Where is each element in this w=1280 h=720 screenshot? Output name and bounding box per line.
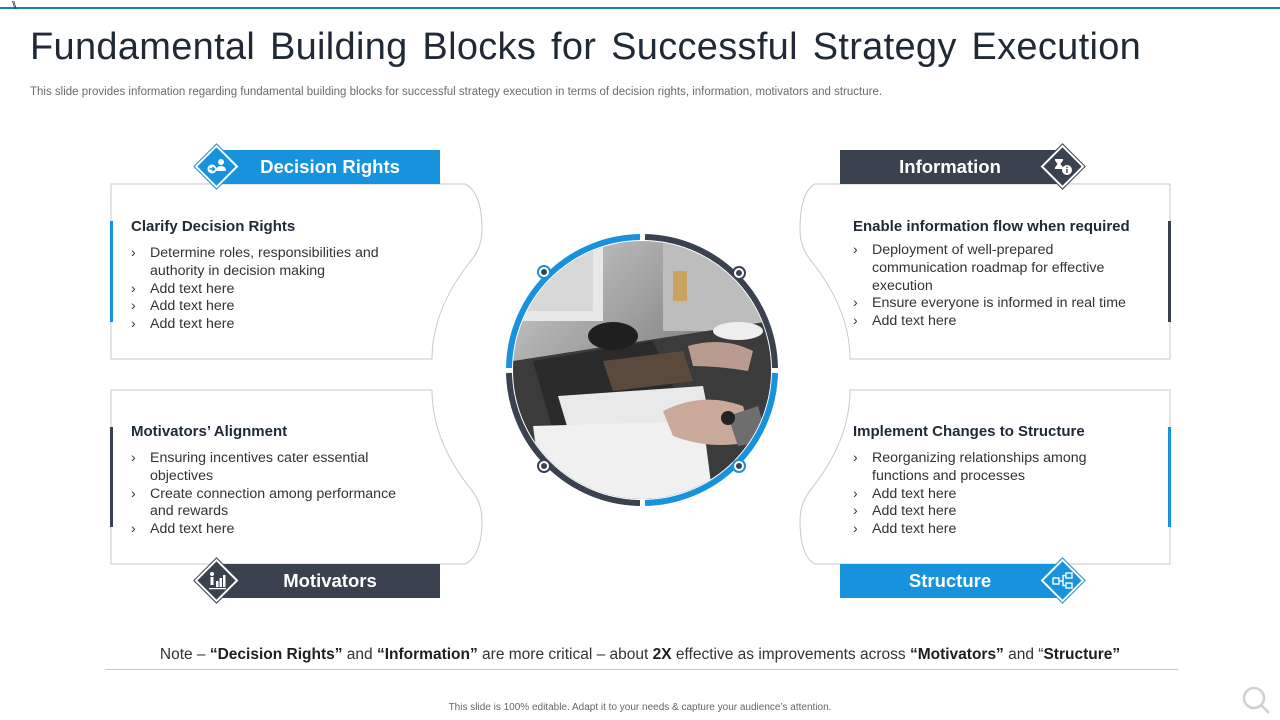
note-connector-2: and “ [1003, 646, 1044, 663]
note-highlight-information: “Information” [376, 646, 478, 663]
accent-bar-decision-rights [110, 221, 113, 322]
list-item: Add text here [131, 520, 416, 539]
ring-node-bottom-left-core [541, 463, 547, 469]
list-item: Create connection among performance and … [131, 485, 416, 522]
banner-label: Information [899, 156, 1001, 177]
card-heading-information: Enable information flow when required [853, 218, 1130, 235]
page-title: Fundamental Building Blocks for Successf… [30, 26, 1142, 68]
decision-people-icon [195, 145, 239, 189]
banner-label: Motivators [283, 570, 377, 591]
list-item: Add text here [853, 520, 1133, 539]
bar-chart-person-icon [195, 559, 239, 603]
note-highlight-motivators: “Motivators” [909, 646, 1004, 663]
note-text: Note – “Decision Rights” and “Informatio… [0, 646, 1280, 664]
info-hourglass-icon [1041, 145, 1085, 189]
note-middle: are more critical – about [477, 646, 653, 663]
note-highlight-structure: Structure” [1043, 646, 1121, 663]
list-item: Add text here [131, 297, 411, 316]
note-factor: 2X [652, 646, 672, 663]
list-item: Add text here [131, 280, 411, 299]
list-item: Add text here [853, 502, 1133, 521]
list-item: Add text here [853, 485, 1133, 504]
desk-photo-illustration [513, 241, 771, 499]
central-photo [513, 241, 771, 499]
note-prefix: Note – [159, 646, 210, 663]
list-item: Deployment of well-prepared communicatio… [853, 241, 1133, 295]
corner-mark: \\ [12, 0, 17, 11]
list-item: Add text here [853, 312, 1133, 331]
list-item: Reorganizing relationships among functio… [853, 449, 1133, 486]
note-connector: and [342, 646, 377, 663]
footer-text: This slide is 100% editable. Adapt it to… [448, 702, 832, 713]
top-rule [0, 7, 1280, 9]
bullet-list-information: Deployment of well-prepared communicatio… [853, 241, 1133, 331]
card-heading-motivators: Motivators’ Alignment [131, 423, 288, 440]
list-item: Add text here [131, 315, 411, 334]
page-subtitle: This slide provides information regardin… [30, 86, 883, 98]
ring-node-top-left-core [541, 269, 547, 275]
list-item: Determine roles, responsibilities and au… [131, 244, 411, 281]
banner-label: Structure [908, 570, 992, 591]
note-middle-2: effective as improvements across [671, 646, 910, 663]
ring-node-top-right-core [736, 270, 742, 276]
accent-bar-information [1168, 221, 1171, 322]
banner-structure: Structure [840, 564, 1064, 598]
bullet-list-decision-rights: Determine roles, responsibilities and au… [131, 244, 411, 334]
card-heading-structure: Implement Changes to Structure [853, 423, 1085, 440]
note-highlight-decision-rights: “Decision Rights” [209, 646, 343, 663]
search-icon[interactable] [1240, 684, 1272, 716]
list-item: Ensuring incentives cater essential obje… [131, 449, 416, 486]
accent-bar-motivators [110, 427, 113, 527]
card-heading-decision-rights: Clarify Decision Rights [131, 218, 296, 235]
banner-information: Information [840, 150, 1064, 184]
banner-label: Decision Rights [260, 156, 400, 177]
list-item: Ensure everyone is informed in real time [853, 294, 1133, 313]
ring-node-bottom-right-core [736, 463, 742, 469]
banner-decision-rights: Decision Rights [216, 150, 440, 184]
banner-motivators: Motivators [216, 564, 440, 598]
bullet-list-motivators: Ensuring incentives cater essential obje… [131, 449, 416, 539]
org-structure-icon [1041, 559, 1085, 603]
note-divider [105, 669, 1178, 670]
bullet-list-structure: Reorganizing relationships among functio… [853, 449, 1133, 539]
accent-bar-structure [1168, 427, 1171, 527]
